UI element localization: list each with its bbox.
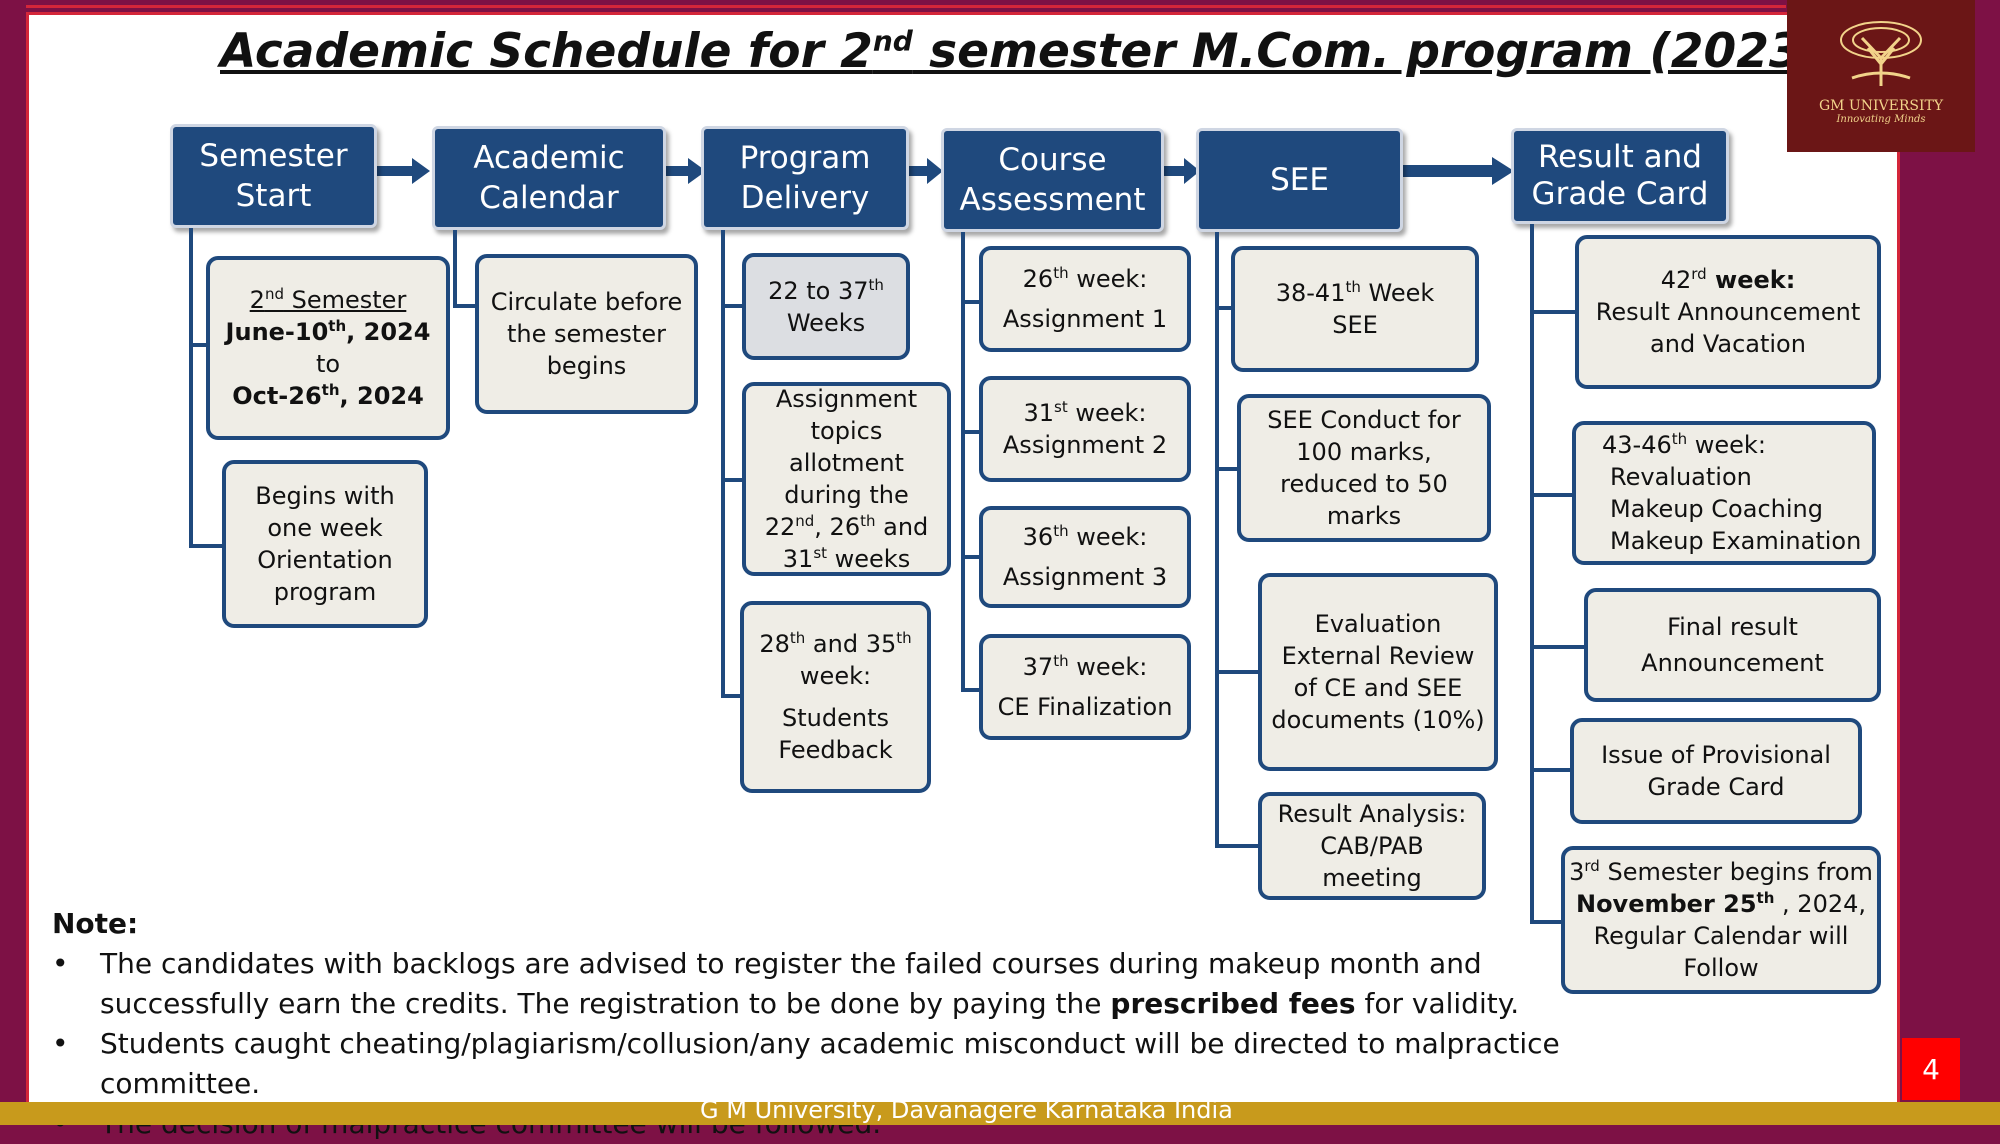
university-logo: GM UNIVERSITY Innovating Minds [1787,0,1975,152]
page-number: 4 [1902,1038,1960,1100]
connector-line [1215,467,1239,471]
assessment-week-36-box: 36th week: Assignment 3 [979,506,1191,608]
semester-dates-box: 2nd Semester June-10th, 2024 to Oct-26th… [206,256,450,440]
connector-line [189,343,209,347]
connector-line [1530,224,1534,924]
connector-line [1530,645,1586,649]
students-feedback-box: 28th and 35th week: Students Feedback [740,601,931,793]
connector-line [1215,232,1219,848]
connector-line [721,694,744,698]
header-see: SEE [1196,128,1403,232]
third-semester-box: 3rd Semester begins from November 25th ,… [1561,846,1881,994]
connector-line [1215,306,1233,310]
connector-line [1530,310,1578,314]
flow-arrow [905,158,943,184]
logo-tagline: Innovating Minds [1836,114,1926,125]
connector-line [1215,844,1259,848]
tree-icon [1840,21,1922,86]
assignment-topics-box: Assignment topics allotment during the 2… [742,382,951,576]
page-title: Academic Schedule for 2nd semester M.Com… [220,24,1909,79]
ce-finalization-box: 37th week: CE Finalization [979,634,1191,740]
connector-line [1530,493,1574,497]
note-label: Note: [52,907,139,940]
result-announcement-box: 42rd week: Result Announcement and Vacat… [1575,235,1881,389]
note-item: • The candidates with backlogs are advis… [52,947,1520,1020]
flow-arrow [1400,157,1514,185]
footer-text: G M University, Davanagere Karnataka Ind… [700,1102,1233,1124]
connector-line [961,300,981,304]
connector-line [961,430,981,434]
connector-line [1530,920,1564,924]
flow-arrow [662,158,706,184]
weeks-22-37-box: 22 to 37th Weeks [742,253,910,360]
connector-line [721,304,744,308]
footer: G M University, Davanagere Karnataka Ind… [0,1102,2000,1125]
flow-arrow [372,158,430,184]
connector-line [721,230,725,698]
connector-line [961,555,981,559]
connector-line [453,230,457,308]
final-result-box: Final result Announcement [1584,588,1881,702]
connector-line [453,304,477,308]
note-item: •Students caught cheating/plagiarism/col… [52,1027,1560,1100]
connector-line [189,544,224,548]
flow-arrow [1162,158,1200,184]
connector-line [1215,670,1259,674]
connector-line [961,688,981,692]
revaluation-box: 43-46th week: Revaluation Makeup Coachin… [1572,421,1876,565]
logo-name: GM UNIVERSITY [1818,98,1944,114]
assessment-week-26-box: 26th week: Assignment 1 [979,246,1191,352]
connector-line [721,478,744,482]
top-rule [26,5,1786,8]
assessment-week-31-box: 31st week: Assignment 2 [979,376,1191,482]
see-week-box: 38-41th Week SEE [1231,246,1479,372]
connector-line [1530,768,1572,772]
connector-line [961,232,965,692]
connector-line [189,228,193,548]
